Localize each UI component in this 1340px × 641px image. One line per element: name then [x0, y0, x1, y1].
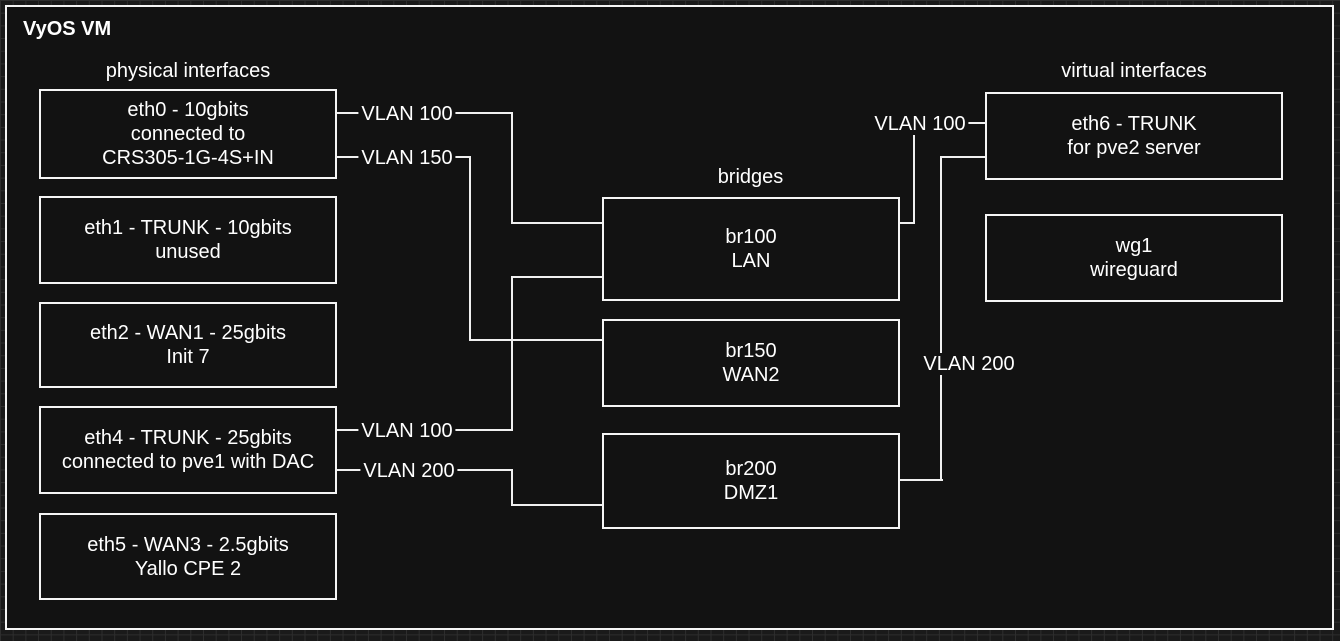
- node-text: CRS305-1G-4S+IN: [102, 147, 274, 169]
- node-wg1[interactable]: wg1 wireguard: [985, 214, 1283, 302]
- node-text: br100: [725, 226, 777, 248]
- node-text: eth4 - TRUNK - 25gbits: [84, 427, 292, 449]
- node-br150[interactable]: br150 WAN2: [602, 319, 900, 407]
- node-text: eth1 - TRUNK - 10gbits: [84, 217, 292, 239]
- edge-segment: [898, 479, 943, 481]
- node-eth2[interactable]: eth2 - WAN1 - 25gbits Init 7: [39, 302, 337, 388]
- edge-segment: [511, 112, 513, 224]
- edge-segment: [511, 504, 603, 506]
- node-text: eth5 - WAN3 - 2.5gbits: [87, 533, 289, 556]
- edge-segment: [913, 122, 915, 224]
- edge-segment: [940, 156, 986, 158]
- edge-segment: [899, 222, 915, 224]
- section-label-bridges: bridges: [717, 166, 784, 188]
- node-br200[interactable]: br200 DMZ1: [602, 433, 900, 529]
- node-eth6[interactable]: eth6 - TRUNK for pve2 server: [985, 92, 1283, 180]
- node-text: Init 7: [166, 346, 210, 368]
- edge-label-vlan150-eth0-br150: VLAN 150: [358, 147, 456, 169]
- node-eth1[interactable]: eth1 - TRUNK - 10gbits unused: [39, 196, 337, 284]
- edge-segment: [511, 276, 603, 278]
- diagram-title: VyOS VM: [23, 18, 112, 40]
- node-text: connected to: [130, 123, 246, 145]
- node-text: br200: [725, 458, 777, 480]
- section-label-physical-interfaces: physical interfaces: [105, 60, 271, 82]
- node-eth4[interactable]: eth4 - TRUNK - 25gbits connected to pve1…: [39, 406, 337, 494]
- node-text: eth0 - 10gbits: [127, 99, 249, 121]
- node-text: wg1: [1115, 235, 1153, 257]
- node-text: WAN2: [722, 364, 780, 386]
- edge-label-vlan100-eth0-br100: VLAN 100: [358, 103, 456, 125]
- node-text: br150: [725, 340, 777, 362]
- edge-segment: [511, 222, 603, 224]
- node-br100[interactable]: br100 LAN: [602, 197, 900, 301]
- node-text: wireguard: [1090, 259, 1178, 281]
- node-text: DMZ1: [723, 482, 779, 504]
- edge-segment: [940, 156, 942, 481]
- node-text: for pve2 server: [1067, 137, 1201, 159]
- edge-label-vlan200-br200-eth6: VLAN 200: [920, 353, 1018, 375]
- edge-label-vlan200-eth4-br200: VLAN 200: [360, 460, 458, 482]
- node-text: connected to pve1 with DAC: [61, 451, 315, 473]
- node-text: eth2 - WAN1 - 25gbits: [89, 322, 286, 344]
- node-text: unused: [155, 241, 221, 263]
- node-text: eth6 - TRUNK: [1071, 113, 1197, 135]
- node-eth0[interactable]: eth0 - 10gbits connected to CRS305-1G-4S…: [39, 89, 337, 179]
- edge-segment: [469, 156, 471, 341]
- node-text: LAN: [731, 250, 771, 272]
- section-label-virtual-interfaces: virtual interfaces: [1061, 60, 1207, 82]
- edge-label-vlan100-eth4-br100: VLAN 100: [358, 420, 456, 442]
- node-text: Yallo CPE 2: [134, 557, 242, 580]
- edge-segment: [511, 276, 513, 431]
- node-eth5[interactable]: eth5 - WAN3 - 2.5gbits Yallo CPE 2: [39, 513, 337, 600]
- edge-segment: [469, 339, 603, 341]
- edge-segment: [511, 469, 513, 506]
- edge-label-vlan100-br100-eth6: VLAN 100: [871, 113, 969, 135]
